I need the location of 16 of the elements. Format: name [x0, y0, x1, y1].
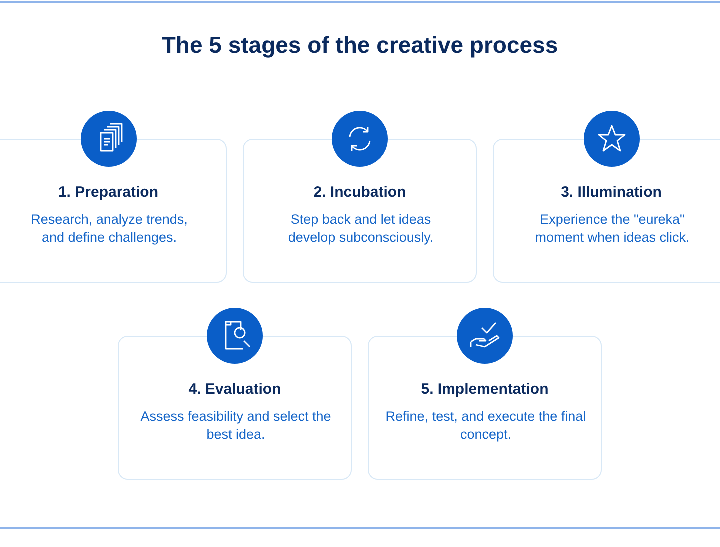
stage-card	[368, 336, 602, 480]
stage-heading: 3. Illumination	[560, 184, 663, 201]
stage-heading: 2. Incubation	[312, 184, 408, 201]
stage-description: Step back and let ideas develop subconsciously.	[287, 211, 435, 247]
stage-description: Experience the "eureka" moment when ideas click.	[534, 211, 691, 247]
stage-card	[243, 139, 477, 283]
stage-heading: 5. Implementation	[420, 381, 550, 398]
title: The 5 stages of the creative process	[160, 32, 560, 59]
stage-description: Refine, test, and execute the final concept.	[384, 408, 588, 444]
stage-heading: 4. Evaluation	[188, 381, 282, 398]
stage-description: Research, analyze trends, and define challenges.	[30, 211, 189, 247]
stage-description: Assess feasibility and select the best idea.	[140, 408, 332, 444]
stage-card	[0, 139, 227, 283]
stage-heading: 1. Preparation	[57, 184, 160, 201]
stage-card	[118, 336, 352, 480]
stage-card	[493, 139, 720, 283]
